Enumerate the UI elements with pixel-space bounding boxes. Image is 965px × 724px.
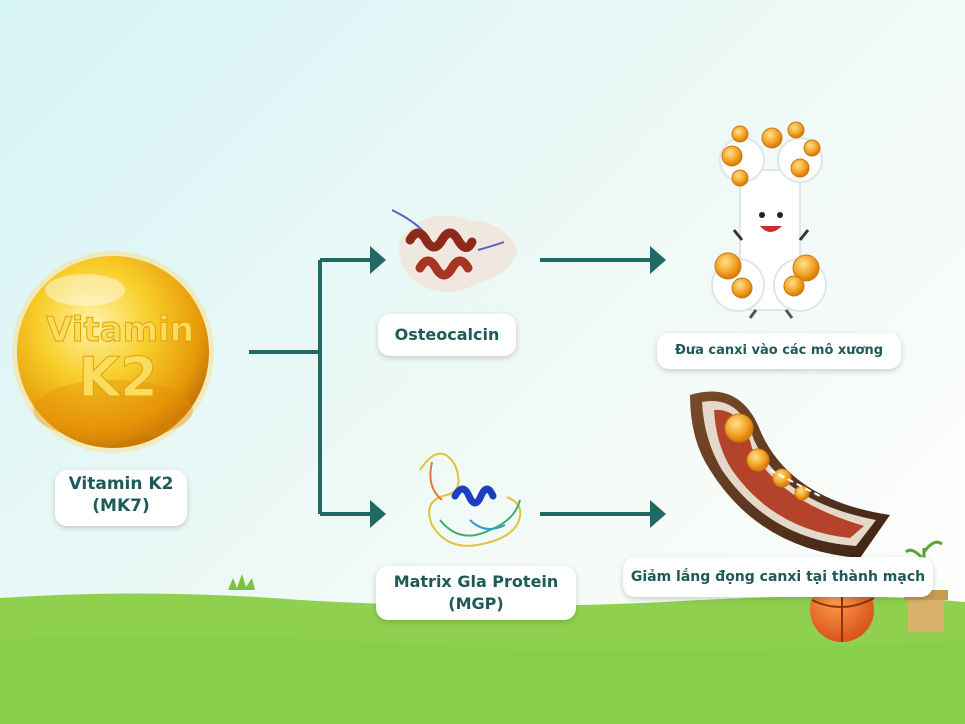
vitamin-k2-label-line1: Vitamin K2 [68,474,174,494]
arrow-to-osteocalcin [370,246,386,274]
vitamin-k2-label: Vitamin K2 (MK7) [55,470,187,526]
bone-outcome-label: Đưa canxi vào các mô xương [657,333,901,369]
arrow-head-bone [650,246,666,274]
mgp-label: Matrix Gla Protein (MGP) [376,566,576,620]
orb-title: Vitamin [46,310,194,350]
orb-subtitle: K2 [78,346,157,409]
osteocalcin-label: Osteocalcin [378,314,516,356]
arrow-head-vessel [650,500,666,528]
vitamin-orb-icon [12,251,214,453]
vitamin-k2-label-line2: (MK7) [92,496,150,516]
bone-character-icon [711,121,827,319]
osteocalcin-protein-icon [391,209,518,292]
branch-connector [249,258,370,516]
mgp-protein-icon [419,452,522,547]
mgp-label-line2: (MGP) [448,594,504,613]
mgp-label-line1: Matrix Gla Protein [393,572,559,591]
vessel-outcome-label: Giảm lắng đọng canxi tại thành mạch [623,557,933,597]
grass-ground [0,574,965,724]
arrow-to-mgp [370,500,386,528]
blood-vessel-icon [690,391,890,558]
